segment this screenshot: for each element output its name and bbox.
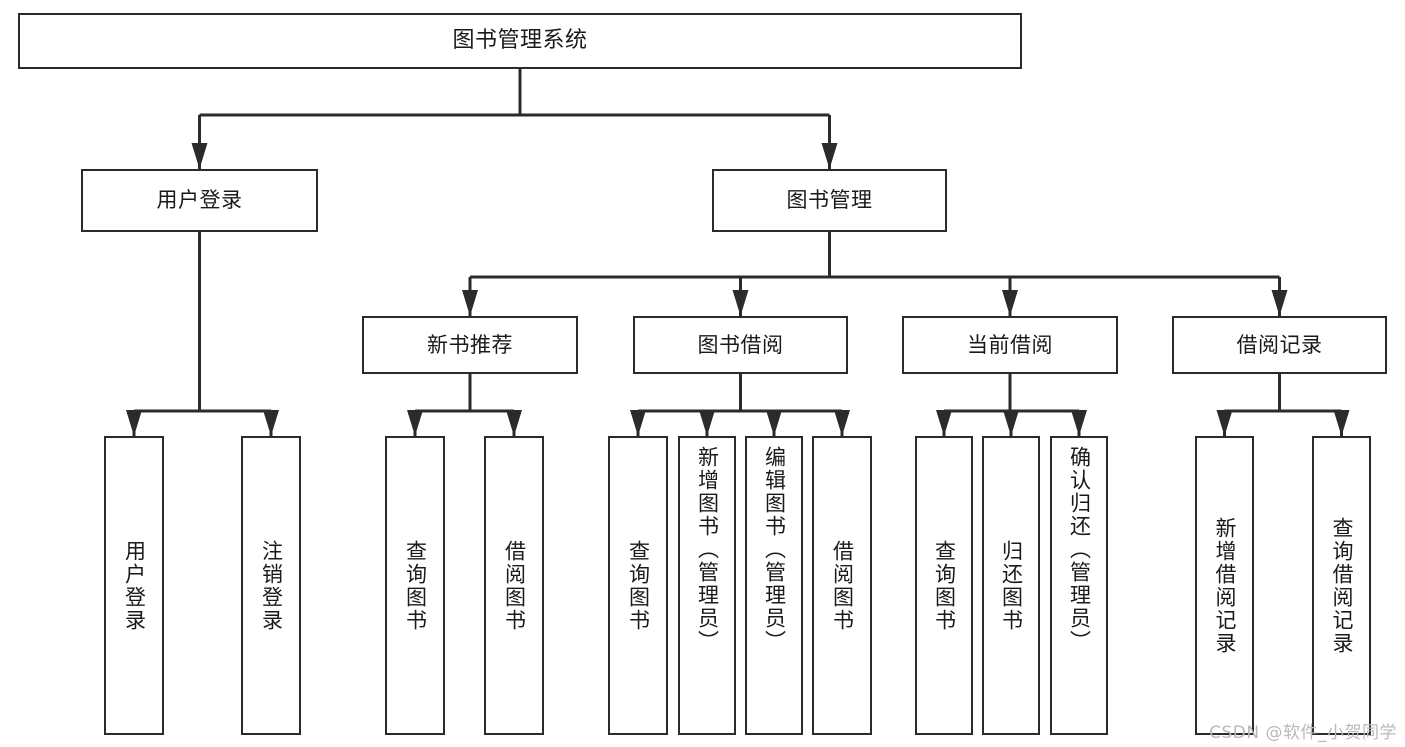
node-leaf-add-record: 新增借阅记录 xyxy=(1195,436,1254,735)
node-leaf-edit-book: 编辑图书（管理员） xyxy=(745,436,803,735)
node-leaf-query-record: 查询借阅记录 xyxy=(1312,436,1371,735)
node-leaf-query-book-3: 查询图书 xyxy=(915,436,973,735)
node-borrow-record: 借阅记录 xyxy=(1172,316,1387,374)
node-label: 新增借阅记录 xyxy=(1213,516,1237,655)
watermark: CSDN @软件_小贺同学 xyxy=(1209,723,1397,743)
node-label: 用户登录 xyxy=(122,539,147,632)
node-book-borrow: 图书借阅 xyxy=(633,316,848,374)
node-label: 借阅图书 xyxy=(830,539,855,632)
node-book-manage: 图书管理 xyxy=(712,169,947,232)
node-leaf-confirm-return: 确认归还（管理员） xyxy=(1050,436,1108,735)
node-label: 借阅记录 xyxy=(1236,332,1323,357)
node-label: 确认归还（管理员） xyxy=(1067,446,1092,653)
node-leaf-return-book: 归还图书 xyxy=(982,436,1040,735)
node-label: 新增图书（管理员） xyxy=(695,446,720,653)
node-label: 编辑图书（管理员） xyxy=(762,446,787,653)
node-label: 查询借阅记录 xyxy=(1330,516,1354,655)
node-leaf-user-login: 用户登录 xyxy=(104,436,164,735)
node-label: 注销登录 xyxy=(259,539,284,632)
node-current-borrow: 当前借阅 xyxy=(902,316,1118,374)
node-user-login: 用户登录 xyxy=(81,169,318,232)
node-new-book-rec: 新书推荐 xyxy=(362,316,578,374)
node-label: 图书管理 xyxy=(786,188,873,213)
node-label: 当前借阅 xyxy=(967,332,1053,357)
node-label: 新书推荐 xyxy=(427,332,513,357)
node-root: 图书管理系统 xyxy=(18,13,1022,69)
node-label: 用户登录 xyxy=(156,188,243,213)
node-label: 查询图书 xyxy=(403,539,428,632)
node-leaf-borrow-book-2: 借阅图书 xyxy=(812,436,872,735)
node-label: 查询图书 xyxy=(932,539,957,632)
node-leaf-query-book-2: 查询图书 xyxy=(608,436,668,735)
node-label: 查询图书 xyxy=(626,539,651,632)
node-leaf-user-logout: 注销登录 xyxy=(241,436,301,735)
node-label: 图书借阅 xyxy=(697,332,784,357)
node-label: 借阅图书 xyxy=(502,539,527,632)
node-label: 图书管理系统 xyxy=(452,28,588,54)
node-leaf-add-book: 新增图书（管理员） xyxy=(678,436,736,735)
node-leaf-borrow-book-1: 借阅图书 xyxy=(484,436,544,735)
node-leaf-query-book-1: 查询图书 xyxy=(385,436,445,735)
node-label: 归还图书 xyxy=(999,539,1024,632)
